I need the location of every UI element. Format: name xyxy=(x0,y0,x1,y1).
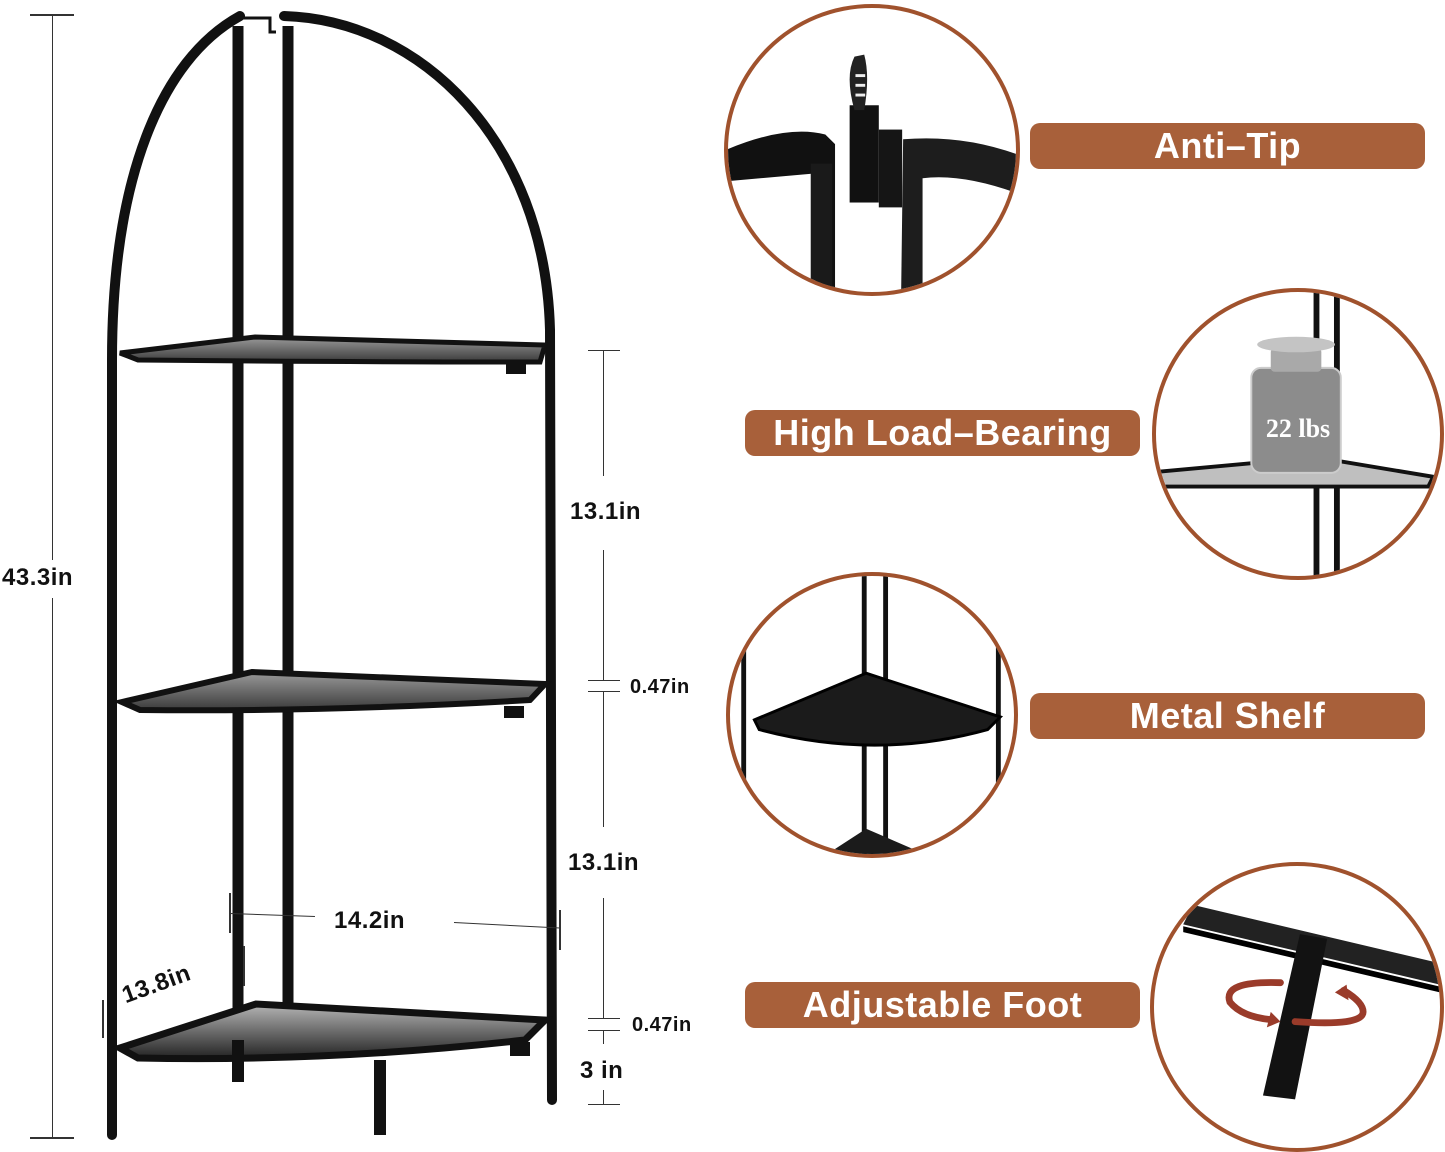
adjustable-foot-detail-image xyxy=(1150,862,1444,1152)
metal-shelf-detail-image xyxy=(726,572,1018,858)
dim-foot-height: 3 in xyxy=(580,1057,624,1084)
shelf-thickness-tick-2a xyxy=(588,1018,620,1019)
shelf-thickness-tick-2b xyxy=(588,1030,620,1031)
tier-dim-line-1a xyxy=(603,350,604,476)
load-bearing-detail-image: 22 lbs xyxy=(1152,288,1444,580)
height-dim-line-lower xyxy=(52,598,53,1138)
width-dim-left-tick xyxy=(229,893,231,933)
tier-dim-line-1b xyxy=(603,550,604,680)
dim-tier-gap-upper: 13.1in xyxy=(570,498,642,525)
height-dim-bottom-tick xyxy=(30,1137,74,1139)
height-dim-line-upper xyxy=(52,15,53,560)
tier-dim-line-2b xyxy=(603,898,604,1018)
dim-width: 14.2in xyxy=(334,907,406,934)
dim-shelf-thickness-lower: 0.47in xyxy=(632,1014,692,1036)
anti-tip-detail-image xyxy=(724,4,1020,296)
dim-shelf-thickness-upper: 0.47in xyxy=(630,676,690,698)
foot-dim-bottom-tick xyxy=(588,1104,620,1105)
foot-dim-line-top xyxy=(603,1030,604,1044)
shelf-thickness-tick-1a xyxy=(588,680,620,681)
tier-dim-line-2a xyxy=(603,692,604,827)
anti-tip-strap-icon xyxy=(728,54,1016,291)
dim-tier-gap-lower: 13.1in xyxy=(568,849,640,876)
tier-dim-top-tick xyxy=(588,350,620,351)
depth-dim-right-tick xyxy=(243,946,245,986)
shelf-thickness-tick-1b xyxy=(588,691,620,692)
feature-label-load-bearing: High Load–Bearing xyxy=(745,410,1140,456)
rotate-arrows-icon xyxy=(1225,979,1367,1027)
width-dim-right-tick xyxy=(559,910,561,950)
foot-dim-line-bottom xyxy=(603,1090,604,1104)
feature-label-anti-tip: Anti–Tip xyxy=(1030,123,1425,169)
feature-label-adjustable-foot: Adjustable Foot xyxy=(745,982,1140,1028)
corner-shelf-illustration xyxy=(107,11,557,1140)
dim-total-height: 43.3in xyxy=(2,564,74,591)
feature-label-metal-shelf: Metal Shelf xyxy=(1030,693,1425,739)
weight-text: 22 lbs xyxy=(1265,414,1331,443)
depth-dim-left-tick xyxy=(102,1000,104,1038)
